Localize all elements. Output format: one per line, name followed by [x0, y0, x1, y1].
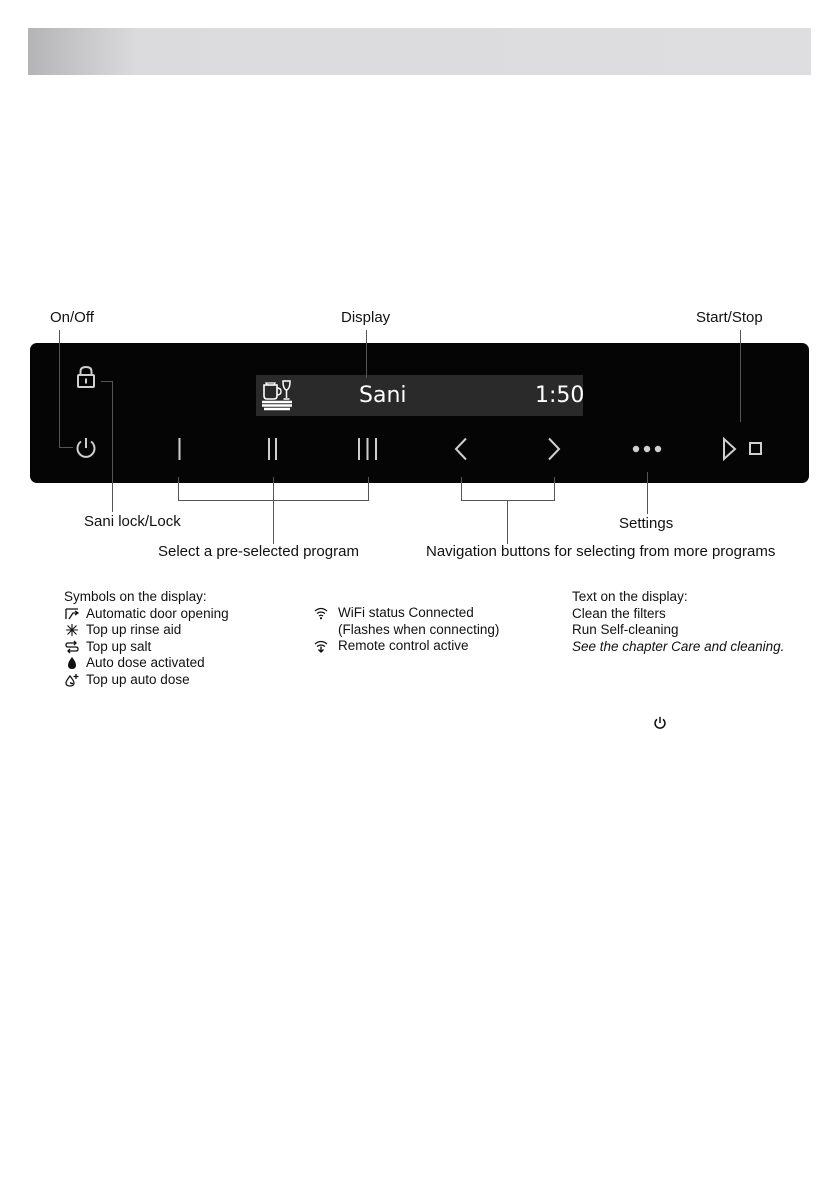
symbol-row: Automatic door opening — [64, 606, 229, 623]
leader-line-settings — [647, 472, 648, 514]
symbol-row: WiFi status Connected — [313, 605, 499, 622]
more-dots-icon — [632, 445, 662, 453]
on-off-button[interactable] — [74, 436, 98, 460]
display-label: Display — [341, 309, 391, 326]
leader-line-on-off — [59, 330, 60, 448]
symbol-row: Auto dose activated — [64, 655, 229, 672]
program-3-button[interactable] — [355, 437, 381, 461]
chevron-right-icon — [548, 437, 561, 461]
remote-control-icon — [313, 639, 329, 654]
dishes-icon — [261, 378, 293, 412]
symbol-row: (Flashes when connecting) — [313, 622, 499, 639]
symbol-label: Top up auto dose — [86, 671, 190, 687]
power-icon-small — [653, 716, 667, 730]
wifi-list: WiFi status Connected (Flashes when conn… — [313, 605, 499, 655]
leader-line-start-stop — [740, 330, 741, 422]
symbol-row: Top up rinse aid — [64, 622, 229, 639]
program-3-icon — [358, 438, 377, 460]
bracket-nav-right — [554, 477, 555, 501]
symbols-list: Symbols on the display: Automatic door o… — [64, 589, 229, 688]
settings-label: Settings — [619, 515, 674, 532]
symbol-label: Auto dose activated — [86, 655, 205, 670]
display-text-note: See the chapter Care and cleaning. — [572, 638, 785, 654]
leader-line-nav — [507, 500, 508, 544]
bracket-nav-left — [461, 477, 462, 501]
power-icon — [76, 438, 96, 458]
salt-icon — [64, 640, 80, 654]
wifi-status-label: WiFi status Connected — [338, 605, 474, 620]
leader-line-on-off-h — [59, 447, 73, 448]
symbol-label: Automatic door opening — [86, 605, 229, 621]
on-off-label: On/Off — [50, 309, 94, 326]
bracket-programs-right — [368, 477, 369, 501]
sani-lock-label: Sani lock/Lock — [84, 513, 181, 530]
symbol-label: Top up salt — [86, 638, 152, 654]
wifi-icon — [313, 606, 329, 620]
symbols-title: Symbols on the display: — [64, 589, 207, 604]
preselected-label: Select a pre-selected program — [158, 543, 359, 560]
display-text-list: Text on the display: Clean the filters R… — [572, 589, 784, 655]
previous-program-button[interactable] — [451, 437, 471, 461]
drop-icon — [64, 656, 80, 670]
display-screen: Sani 1:50 — [256, 375, 585, 416]
chevron-left-icon — [454, 437, 467, 461]
lock-icon — [76, 365, 96, 389]
leader-line-lock-h — [101, 381, 113, 382]
program-2-icon — [268, 438, 277, 460]
settings-button[interactable] — [631, 443, 663, 455]
header-bar — [28, 28, 811, 75]
display-text-line: Clean the filters — [572, 605, 666, 621]
symbol-row: Top up auto dose — [64, 672, 229, 689]
display-text-line: Run Self-cleaning — [572, 622, 679, 637]
drop-plus-icon — [64, 673, 80, 687]
auto-door-icon — [64, 607, 80, 621]
bracket-nav-bottom — [461, 500, 555, 501]
symbol-row: Top up salt — [64, 639, 229, 656]
display-program-text: Sani — [359, 383, 407, 408]
navigation-label: Navigation buttons for selecting from mo… — [426, 543, 776, 560]
next-program-button[interactable] — [544, 437, 564, 461]
display-time-text: 1:50 — [535, 383, 585, 408]
play-stop-icon — [723, 436, 762, 462]
leader-line-display — [366, 330, 367, 378]
program-2-button[interactable] — [263, 437, 283, 461]
symbol-row: Remote control active — [313, 638, 499, 655]
remote-control-label: Remote control active — [338, 638, 469, 653]
program-1-icon — [178, 438, 181, 460]
rinse-aid-icon — [64, 623, 80, 637]
bracket-programs-left — [178, 477, 179, 501]
start-stop-label: Start/Stop — [696, 309, 763, 326]
display-text-title: Text on the display: — [572, 589, 688, 604]
symbol-label: Top up rinse aid — [86, 622, 182, 637]
program-1-button[interactable] — [170, 437, 190, 461]
leader-line-lock — [112, 381, 113, 512]
start-stop-button[interactable] — [720, 436, 766, 462]
leader-line-programs — [273, 477, 274, 544]
wifi-flash-note: (Flashes when connecting) — [338, 621, 500, 637]
